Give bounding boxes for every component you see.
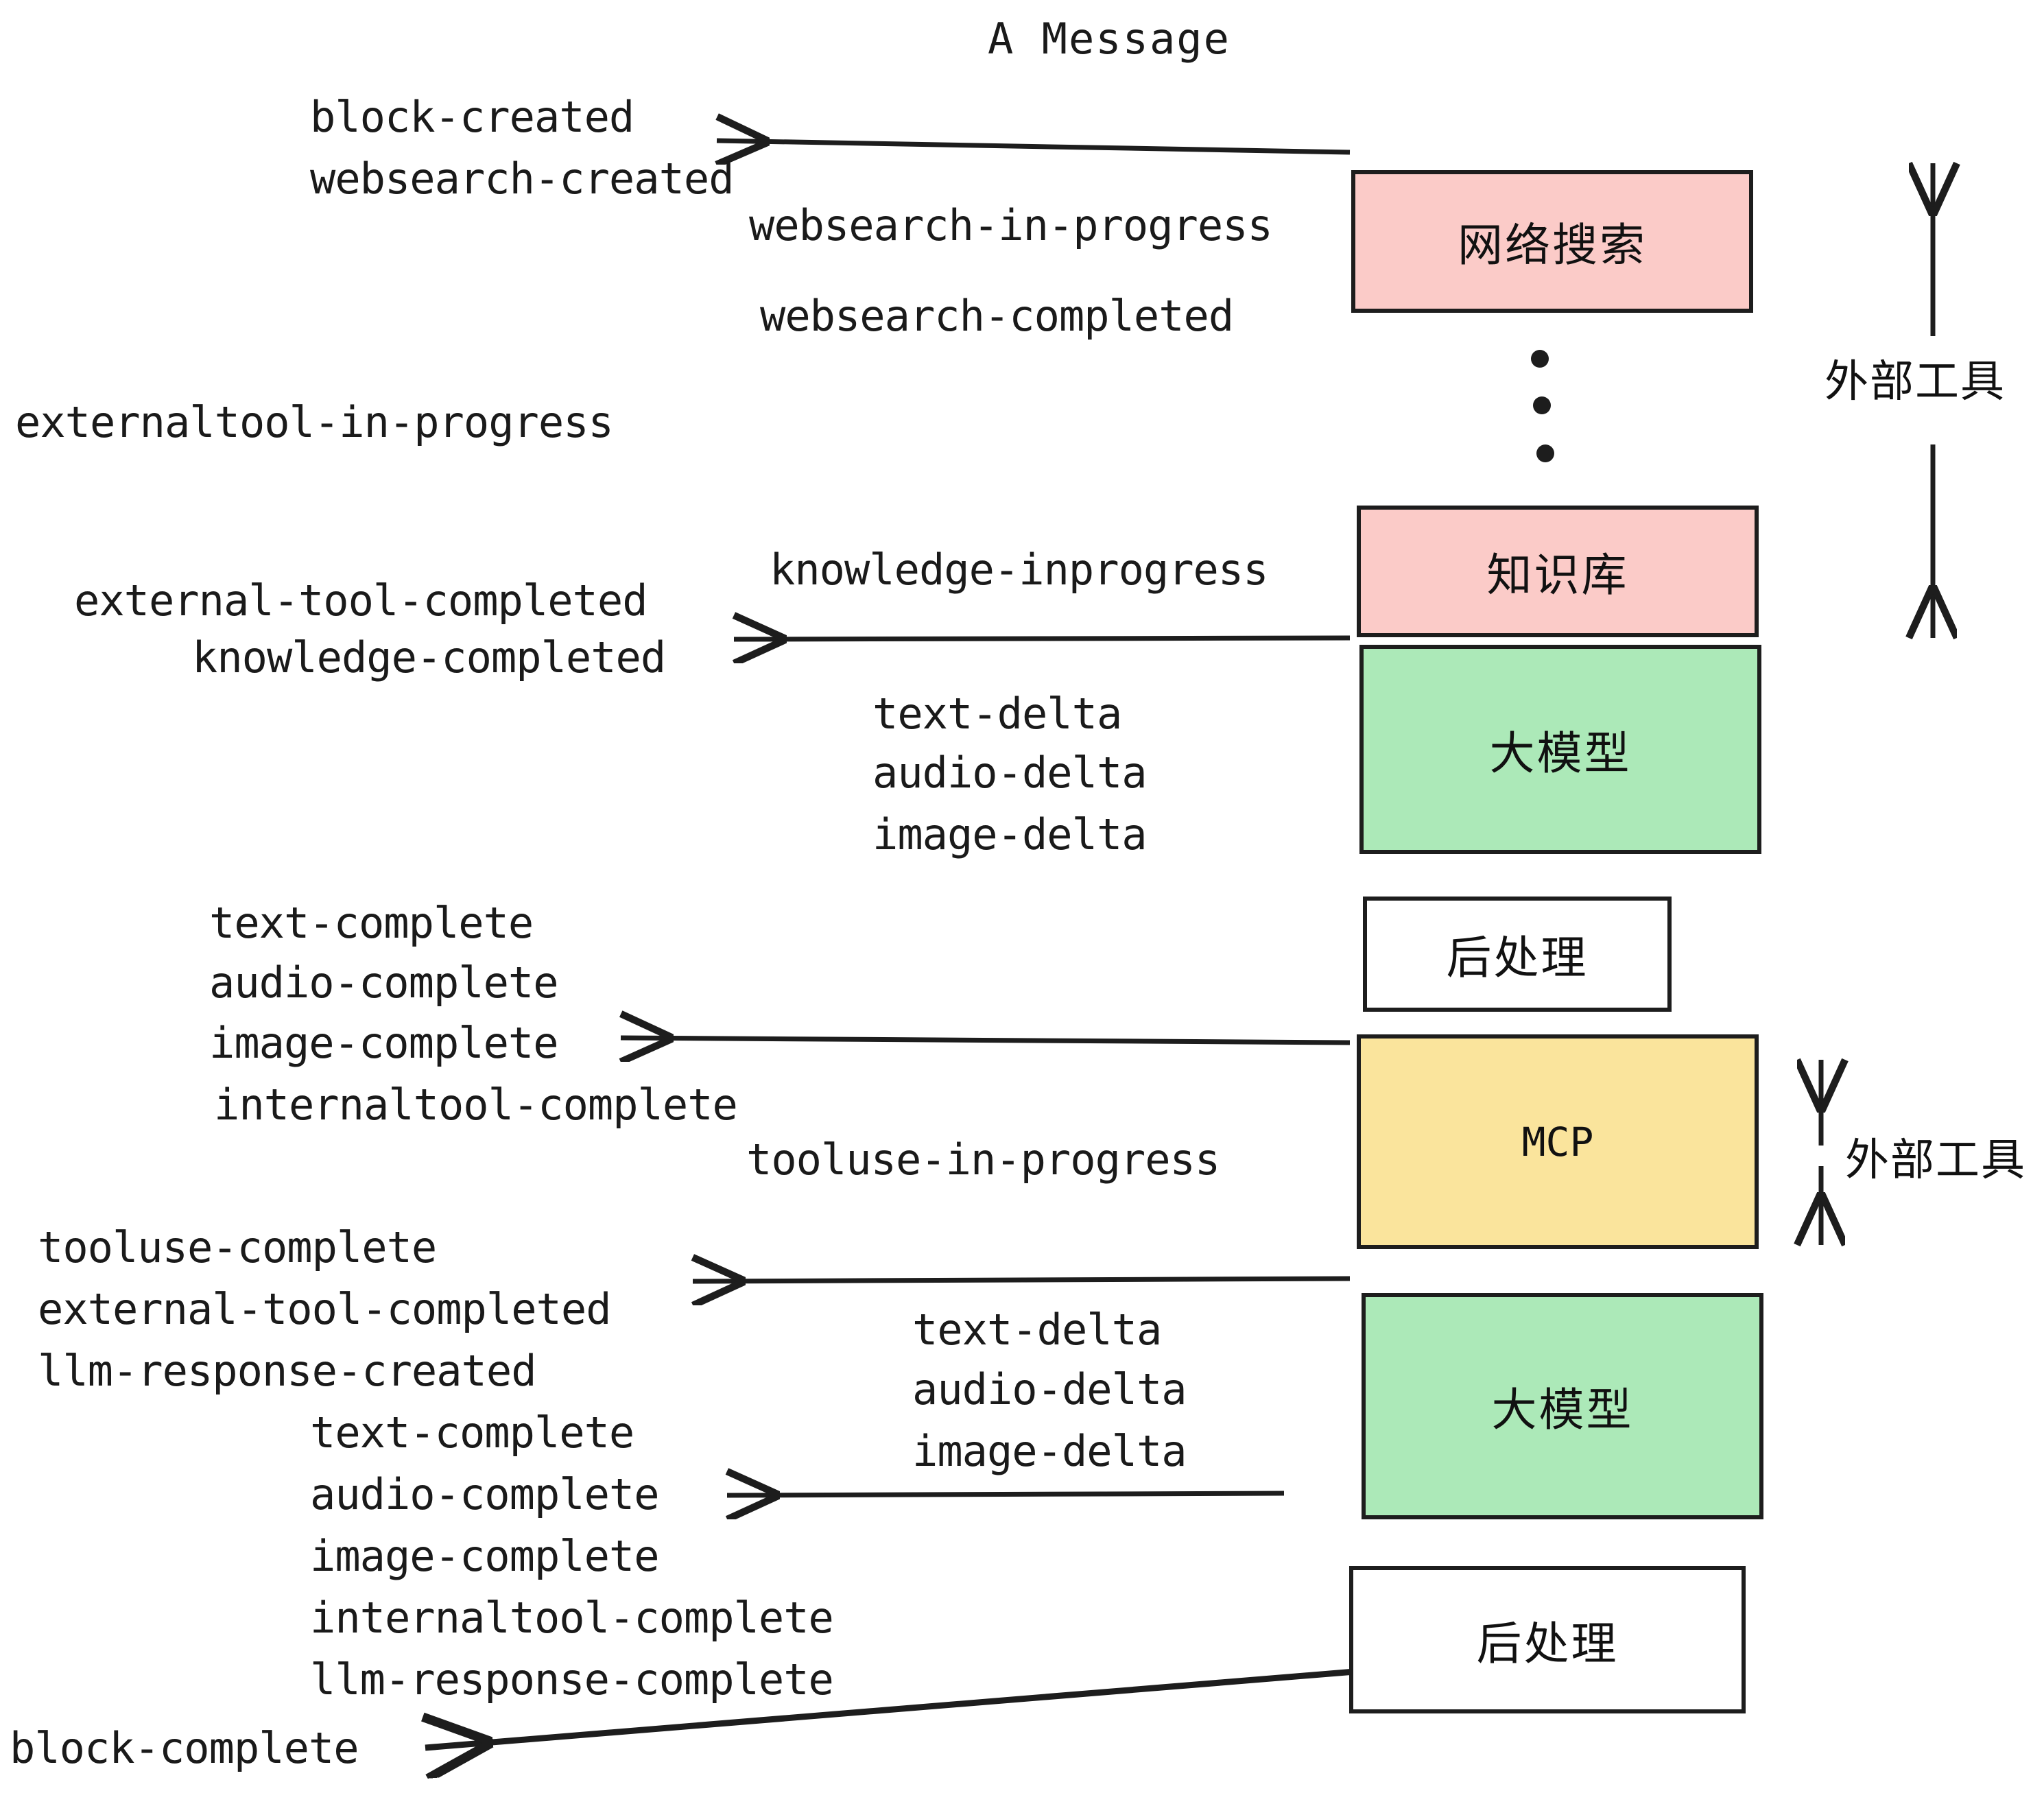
event-image-complete-1: image-complete — [209, 1018, 559, 1068]
box-postprocess-1-label: 后处理 — [1446, 931, 1589, 984]
event-audio-delta-2: audio-delta — [912, 1364, 1187, 1414]
event-internaltool-complete-2: internaltool-complete — [310, 1593, 834, 1643]
box-websearch-label: 网络搜索 — [1458, 219, 1647, 272]
arrow-llm1-to-image-complete — [621, 1038, 1351, 1043]
arrow-knowledge-to-completed — [734, 638, 1351, 639]
event-tooluse-in-progress: tooluse-in-progress — [746, 1135, 1220, 1185]
ellipsis-dot-2 — [1533, 396, 1551, 414]
event-block-created: block-created — [310, 92, 634, 142]
event-knowledge-completed: knowledge-completed — [192, 632, 666, 683]
box-postprocess-2[interactable]: 后处理 — [1349, 1566, 1746, 1713]
box-postprocess-2-label: 后处理 — [1476, 1617, 1619, 1670]
box-mcp[interactable]: MCP — [1357, 1034, 1759, 1249]
event-websearch-in-progress: websearch-in-progress — [749, 200, 1273, 250]
external-tools-label-bottom: 外部工具 — [1845, 1135, 2026, 1186]
external-tools-label-top: 外部工具 — [1825, 357, 2006, 407]
event-text-delta-2: text-delta — [912, 1305, 1162, 1355]
event-audio-complete-2: audio-complete — [310, 1469, 660, 1519]
event-external-tool-completed-2: external-tool-completed — [38, 1284, 612, 1334]
box-knowledge[interactable]: 知识库 — [1357, 506, 1759, 637]
box-llm-2[interactable]: 大模型 — [1362, 1293, 1763, 1519]
event-llm-response-created: llm-response-created — [38, 1346, 537, 1396]
box-postprocess-1[interactable]: 后处理 — [1363, 897, 1672, 1012]
event-internaltool-complete-1: internaltool-complete — [214, 1080, 738, 1130]
event-knowledge-inprogress: knowledge-inprogress — [770, 545, 1269, 595]
box-llm-1[interactable]: 大模型 — [1359, 645, 1761, 854]
arrow-llm2-to-audio-complete — [727, 1493, 1285, 1495]
event-text-complete-1: text-complete — [209, 898, 534, 948]
event-image-complete-2: image-complete — [310, 1531, 660, 1581]
box-llm-1-label: 大模型 — [1489, 726, 1632, 780]
box-knowledge-label: 知识库 — [1486, 549, 1629, 602]
event-externaltool-in-progress: externaltool-in-progress — [15, 397, 614, 447]
ellipsis-dot-1 — [1531, 350, 1549, 368]
event-audio-complete-1: audio-complete — [209, 958, 559, 1008]
diagram-title: A Message — [988, 14, 1231, 64]
event-external-tool-completed-1: external-tool-completed — [74, 575, 648, 626]
arrow-mcp-to-tooluse-complete — [693, 1279, 1351, 1281]
event-tooluse-complete: tooluse-complete — [38, 1222, 437, 1272]
event-audio-delta-1: audio-delta — [872, 748, 1148, 798]
event-websearch-completed: websearch-completed — [760, 291, 1234, 341]
event-block-complete: block-complete — [10, 1723, 359, 1773]
event-websearch-created: websearch-created — [310, 154, 735, 204]
event-text-delta-1: text-delta — [872, 689, 1122, 739]
arrow-websearch-to-created — [717, 141, 1351, 152]
event-image-delta-1: image-delta — [872, 809, 1148, 859]
box-websearch[interactable]: 网络搜索 — [1351, 170, 1753, 313]
event-text-complete-2: text-complete — [310, 1408, 634, 1458]
event-image-delta-2: image-delta — [912, 1426, 1187, 1476]
event-llm-response-complete: llm-response-complete — [310, 1654, 834, 1705]
box-mcp-label: MCP — [1521, 1118, 1594, 1165]
box-llm-2-label: 大模型 — [1491, 1384, 1634, 1436]
ellipsis-dot-3 — [1536, 444, 1554, 462]
